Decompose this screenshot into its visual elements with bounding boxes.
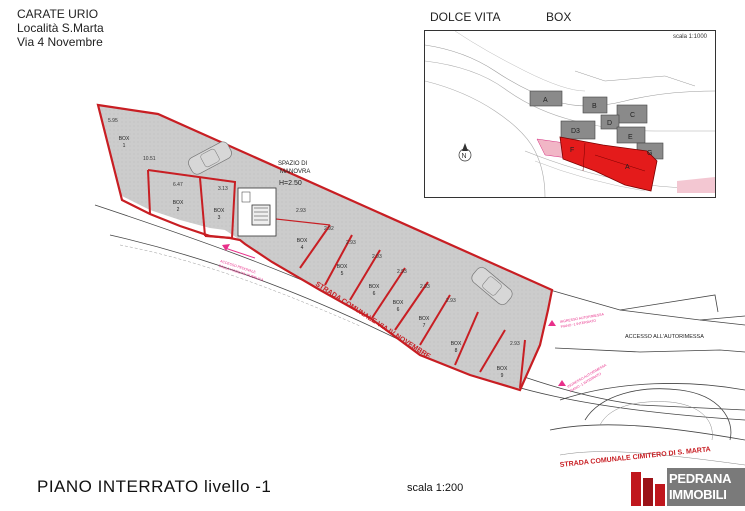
project-type: BOX [546,10,572,24]
brand-name-1: PEDRANA [669,471,732,486]
dim-3: 6.47 [173,182,183,188]
inset-block-d: D [607,120,612,127]
inset-scale: scala 1:1000 [672,34,707,40]
dim-12: 2.93 [510,341,520,347]
dim-4: 3.13 [218,186,228,192]
dim-1: 5.95 [108,118,118,124]
site-inset-map: scala 1:1000 A B C D3 D E G F A [424,30,716,198]
inset-drawing: A B C D3 D E G F A N [424,30,716,198]
dim-9: 2.93 [397,269,407,275]
garage-entry-note-1: INGRESSO AUTORIMESSAPIANO -1 INTERRATO [559,312,605,329]
garage-access-label: ACCESSO ALL'AUTORIMESSA [625,334,704,340]
inset-block-a: A [543,97,548,104]
plan-scale: scala 1:200 [407,482,464,494]
inset-block-g: G [647,150,652,157]
dim-10: 2.93 [420,284,430,290]
basement-floor-plan: 5.95 10.51 6.47 3.13 2.93 2.92 2.93 2.93… [94,103,745,469]
dim-7: 2.93 [346,240,356,246]
dim-11: 2.93 [446,298,456,304]
brand-name-2: IMMOBILI [669,487,727,502]
inset-block-c: C [630,112,635,119]
dim-2: 10.51 [143,156,156,162]
location-area: Località S.Marta [17,21,104,35]
location-street: Via 4 Novembre [17,35,103,49]
dim-8: 2.93 [372,254,382,260]
dim-6: 2.92 [324,226,334,232]
inset-block-a2: A [625,164,630,171]
inset-block-d3: D3 [571,128,580,135]
floor-title: PIANO INTERRATO livello -1 [37,477,272,496]
location-town: CARATE URIO [17,7,99,21]
garage-entry-note-2: INGRESSO AUTORIMESSAPIANO -1 INTERRATO [567,363,611,393]
entry-arrow-icon [548,320,556,326]
project-name: DOLCE VITA [430,10,501,24]
inset-block-f: F [570,147,574,154]
inset-block-b: B [592,103,597,110]
dim-5: 2.93 [296,208,306,214]
inset-block-e: E [628,134,633,141]
inset-north: N [462,153,467,160]
brand-logo: PEDRANA IMMOBILI [627,468,745,506]
maneuver-height: H=2.50 [279,180,302,187]
